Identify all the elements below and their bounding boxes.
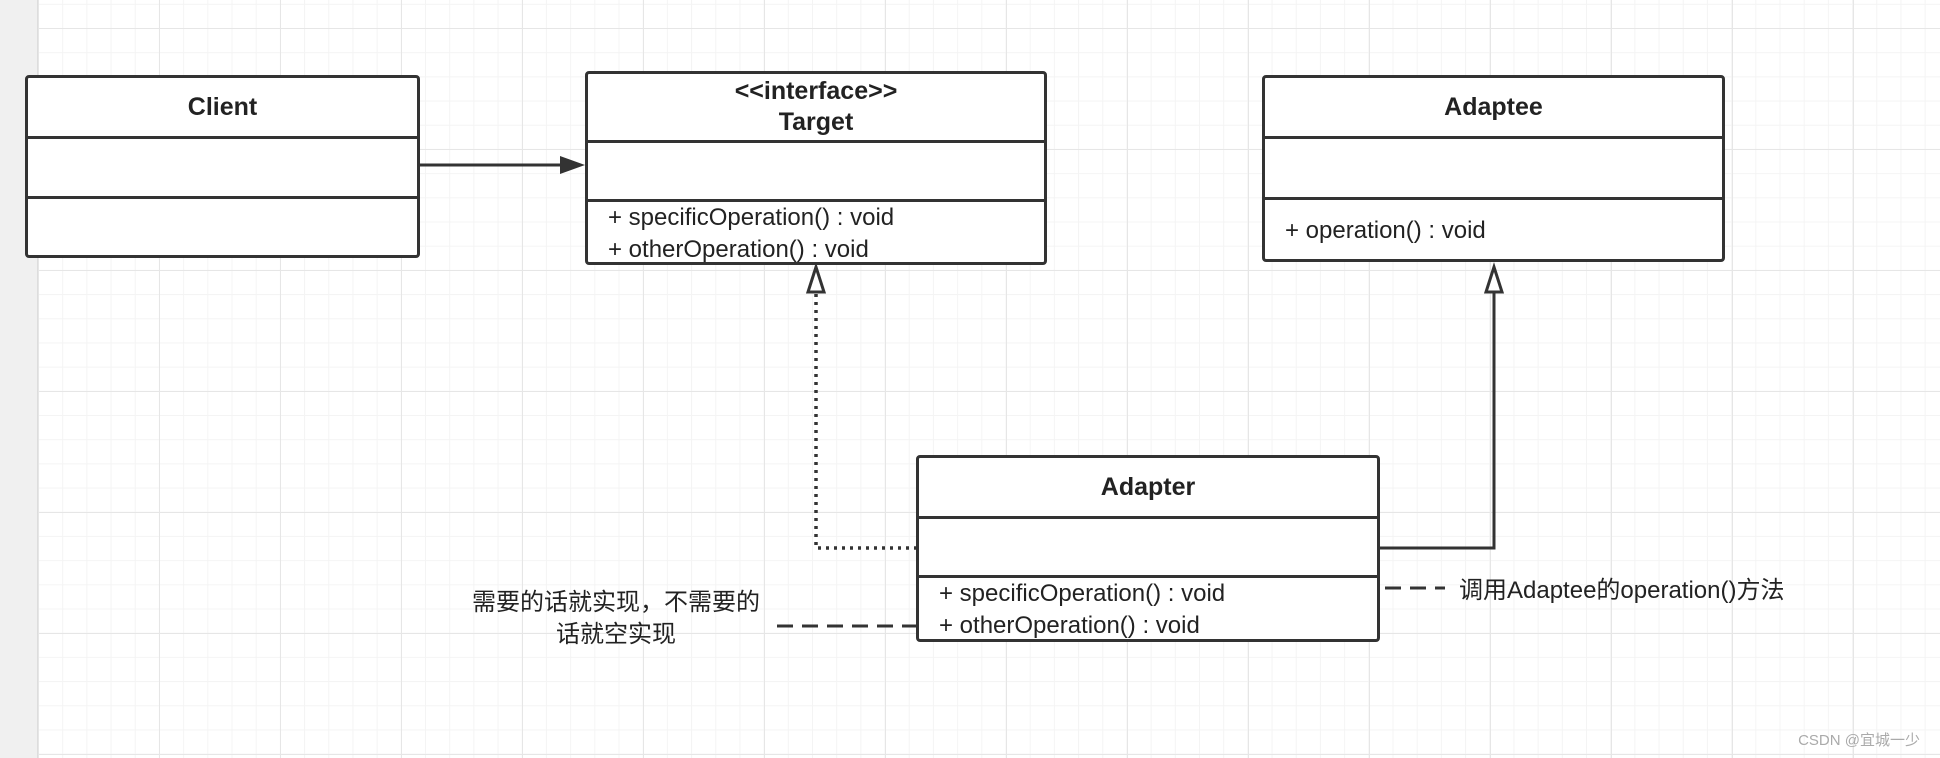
class-adapter[interactable]: Adapter + specificOperation() : void + o…	[916, 455, 1380, 642]
note-optional-impl[interactable]: 需要的话就实现，不需要的 话就空实现	[456, 587, 776, 651]
class-target-name: Target	[778, 108, 854, 136]
operation: + otherOperation() : void	[939, 612, 1200, 639]
class-adapter-attributes	[919, 516, 1377, 575]
class-adapter-operations: + specificOperation() : void + otherOper…	[919, 575, 1377, 639]
class-target-name-section: <<interface>> Target	[588, 74, 1044, 140]
class-client-attributes	[28, 136, 417, 196]
class-adaptee[interactable]: Adaptee + operation() : void	[1262, 75, 1725, 262]
class-target-operations: + specificOperation() : void + otherOper…	[588, 199, 1044, 263]
operation: + otherOperation() : void	[608, 235, 869, 263]
association-client-to-target[interactable]	[418, 156, 585, 174]
class-target[interactable]: <<interface>> Target + specificOperation…	[585, 71, 1047, 265]
note-calls-adaptee-text: 调用Adaptee的operation()方法	[1459, 577, 1785, 604]
operation: + specificOperation() : void	[939, 580, 1226, 607]
note-calls-adaptee[interactable]: 调用Adaptee的operation()方法	[1459, 575, 1784, 607]
class-client[interactable]: Client	[25, 75, 420, 258]
realization-adapter-to-target[interactable]	[805, 262, 917, 550]
class-adapter-name: Adapter	[1100, 472, 1196, 501]
class-adaptee-name-section: Adaptee	[1265, 78, 1722, 136]
class-client-name: Client	[187, 92, 258, 121]
class-target-stereotype: <<interface>>	[734, 77, 898, 105]
generalization-adapter-to-adaptee[interactable]	[1378, 262, 1505, 550]
class-adaptee-attributes	[1265, 136, 1722, 197]
class-adaptee-name: Adaptee	[1444, 92, 1543, 121]
note-optional-impl-line2: 话就空实现	[556, 621, 676, 648]
class-client-operations	[28, 196, 417, 255]
note-optional-impl-line1: 需要的话就实现，不需要的	[472, 589, 760, 616]
watermark: CSDN @宜城一少	[1798, 732, 1920, 749]
class-target-attributes	[588, 140, 1044, 199]
operation: + specificOperation() : void	[608, 203, 895, 231]
operation: + operation() : void	[1285, 217, 1486, 244]
class-adaptee-operations: + operation() : void	[1265, 197, 1722, 259]
class-adapter-name-section: Adapter	[919, 458, 1377, 516]
class-client-name-section: Client	[28, 78, 417, 136]
